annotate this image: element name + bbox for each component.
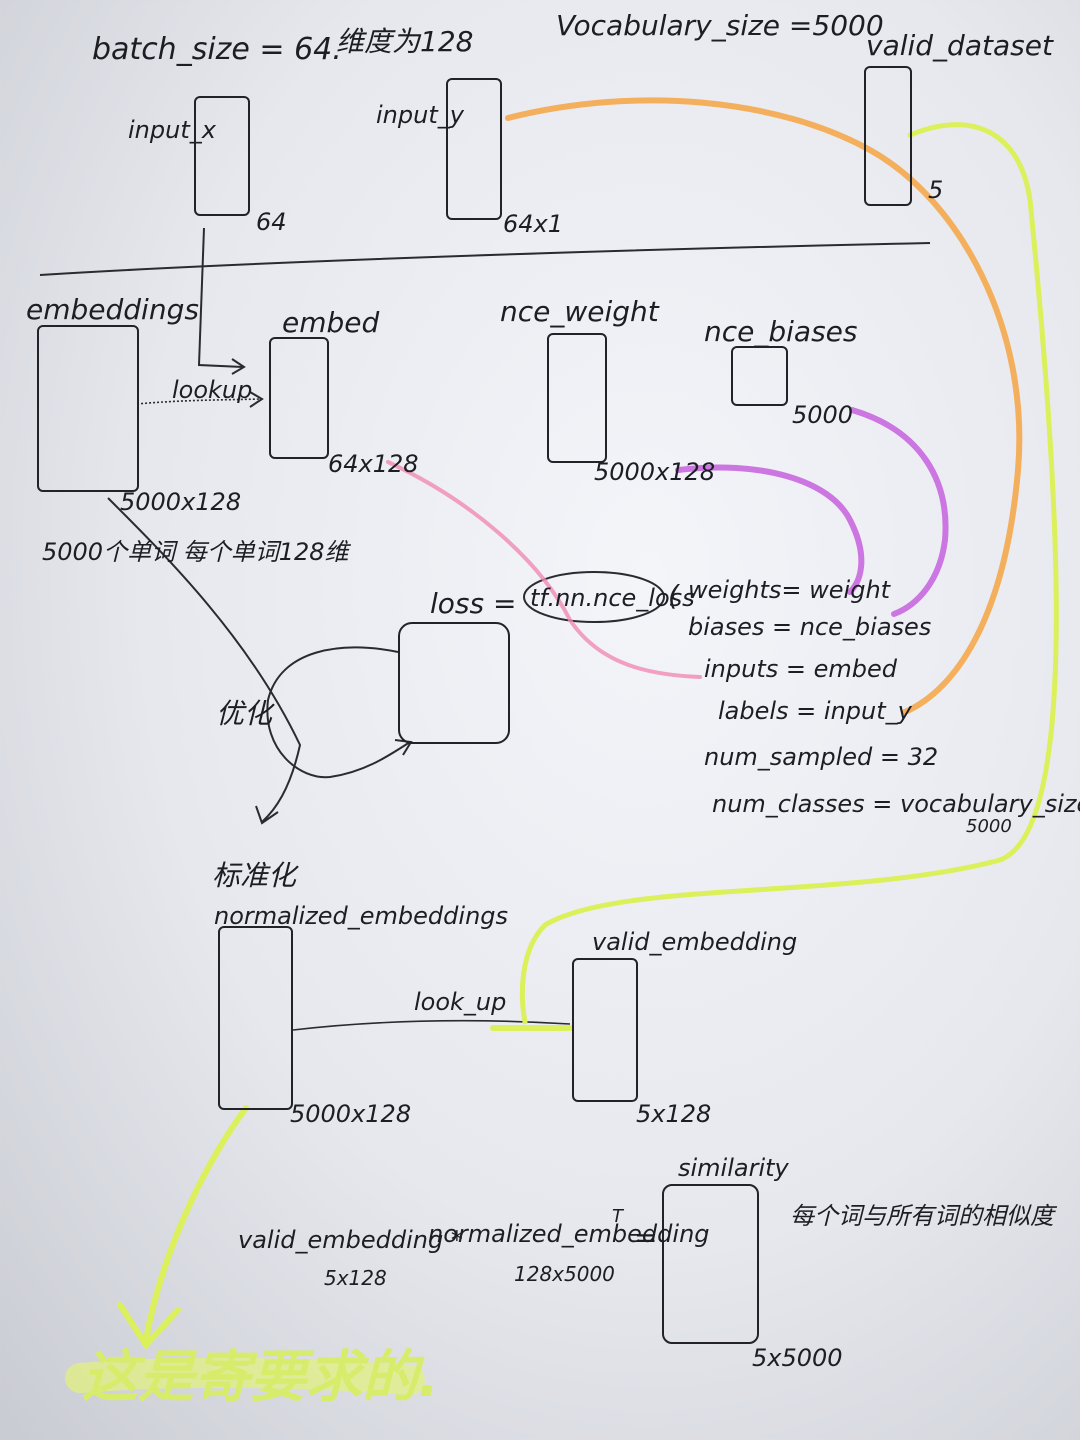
highlight-embed-to-inputs [386,460,702,679]
valid-dataset-dim: 5 [928,176,944,204]
arrow-normalized-lookup [292,1019,571,1031]
similarity-equals: = [634,1221,658,1254]
highlight-normalized-to-footer [143,1105,249,1343]
vocabulary-size-label: Vocabulary_size =5000 [556,9,884,42]
valid-embedding-dim: 5x128 [636,1100,712,1128]
valid-embedding-label: valid_embedding [592,928,798,956]
normalized-embeddings-box [218,926,293,1110]
embed-box [269,337,329,459]
valid-embedding-term: valid_embedding * [238,1226,463,1254]
valid-embedding-box [572,958,638,1102]
valid-dataset-label: valid_dataset [866,29,1053,62]
embeddings-label: embeddings [26,293,199,326]
nce-biases-label: nce_biases [704,315,858,348]
similarity-box [662,1184,759,1344]
highlight-weight-to-weights [675,464,865,595]
normalize-label: 标准化 [212,859,297,892]
param-num-sampled: num_sampled = 32 [704,743,939,771]
nce-loss-oval [523,571,665,623]
normalized-lookup-label: look_up [414,988,507,1016]
optimize-label: 优化 [216,697,273,730]
similarity-note: 每个词与所有词的相似度 [790,1202,1054,1230]
normalized-embedding-term: normalized_embedding [428,1220,710,1248]
param-num-classes: num_classes = vocabulary_size [712,790,1080,818]
similarity-dim: 5x5000 [752,1344,843,1372]
embed-dim: 64x128 [328,450,419,478]
loss-box [398,622,510,744]
nce-biases-box [731,346,788,406]
num-classes-value: 5000 [966,816,1012,837]
embeddings-box [37,325,139,492]
input-x-box [194,96,250,216]
embeddings-dim: 5000x128 [120,488,242,516]
highlight-valid-dataset [519,122,1059,1025]
normalized-embeddings-label: normalized_embeddings [214,902,509,930]
embed-label: embed [282,306,380,339]
batch-size-label: batch_size = 64. [92,32,342,67]
param-labels: labels = input_y [718,697,912,725]
footer-note: 这是寄要求的. [82,1345,440,1410]
arrow-input-x-to-embed [197,227,244,368]
nce-loss-function: tf.nn.nce_loss [530,584,695,612]
input-y-box [446,78,502,220]
nce-loss-open-paren: ( [668,579,679,612]
input-y-label: input_y [376,101,464,129]
embeddings-note: 5000个单词 每个单词128维 [42,538,349,566]
valid-dataset-box [864,66,912,206]
normalized-embeddings-dim: 5000x128 [290,1100,412,1128]
valid-embedding-term-dim: 5x128 [324,1266,387,1290]
nce-biases-dim: 5000 [792,401,854,429]
input-x-dim: 64 [256,208,287,236]
dimension-label: 维度为128 [336,25,474,58]
arrow-embeddings-to-normalize [107,497,302,823]
param-inputs: inputs = embed [704,655,897,683]
highlight-input-y-to-labels [505,97,1023,715]
lookup-label: lookup [172,376,253,404]
input-x-label: input_x [128,116,216,144]
nce-weight-dim: 5000x128 [594,458,716,486]
similarity-label: similarity [678,1154,789,1182]
normalized-embedding-term-dim: 128x5000 [514,1262,615,1286]
highlight-biases-to-biases [849,407,949,617]
divider-line [39,242,931,276]
param-weights: weights= weight [688,576,891,604]
param-biases: biases = nce_biases [688,613,932,641]
input-y-dim: 64x1 [503,210,564,238]
loss-label: loss = [430,587,517,620]
optimize-loop [266,646,411,779]
nce-weight-label: nce_weight [500,295,659,328]
nce-weight-box [547,333,607,463]
transpose-mark: T [612,1206,623,1227]
